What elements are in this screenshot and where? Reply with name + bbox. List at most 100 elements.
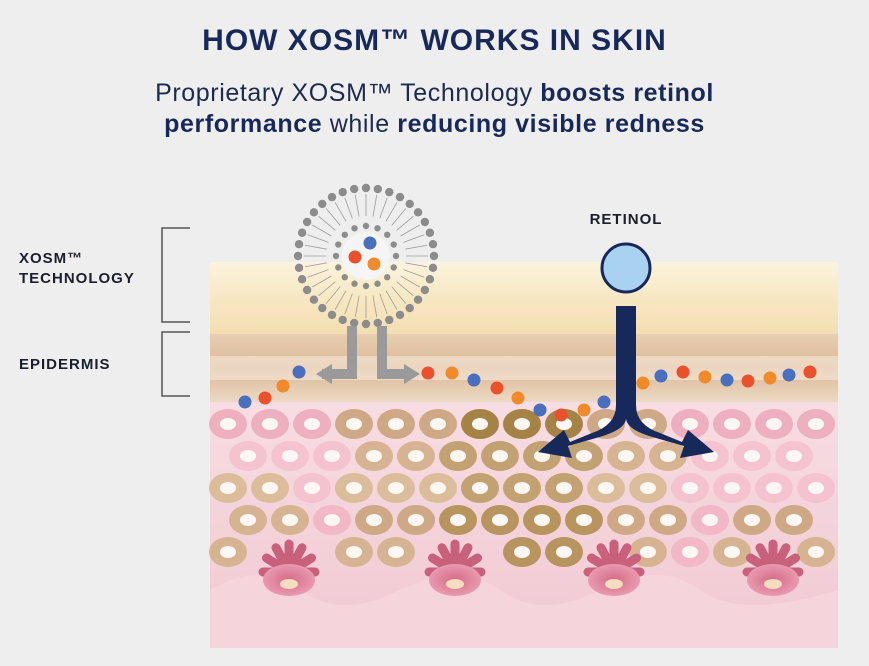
epidermis-label: EPIDERMIS xyxy=(19,356,111,373)
lipid xyxy=(405,262,438,273)
inner-lipid xyxy=(351,225,358,232)
lipid xyxy=(361,183,371,216)
basement-wave xyxy=(210,575,838,648)
particle xyxy=(238,395,252,409)
particle xyxy=(292,365,306,379)
skin-cell xyxy=(209,409,247,439)
lipid xyxy=(379,293,394,325)
papilla xyxy=(742,539,804,596)
papilla xyxy=(424,539,486,596)
skin-cell xyxy=(397,441,435,471)
subtitle-text-1: Proprietary XOSM™ Technology xyxy=(155,79,541,107)
papilla xyxy=(258,539,320,596)
particle xyxy=(445,366,459,380)
skin-cell xyxy=(293,473,331,503)
subtitle: Proprietary XOSM™ Technology boosts reti… xyxy=(0,78,869,140)
inner-lipid xyxy=(335,264,342,271)
skin-cell xyxy=(355,441,393,471)
skin-cell xyxy=(691,505,729,535)
skin-cell xyxy=(797,537,835,567)
skin-cell xyxy=(755,473,793,503)
skin-cell xyxy=(397,505,435,535)
skin-cell xyxy=(775,505,813,535)
skin-cell xyxy=(229,505,267,535)
release-arrow-left-head xyxy=(316,364,332,384)
inner-lipid xyxy=(384,274,391,281)
skin-cell xyxy=(607,441,645,471)
particle xyxy=(782,368,796,382)
skin-cell xyxy=(439,505,477,535)
particle xyxy=(533,403,547,417)
particle xyxy=(511,391,525,405)
skin-cell xyxy=(755,409,793,439)
epidermis-light-strip xyxy=(210,356,838,380)
lipid xyxy=(400,275,430,295)
particle xyxy=(554,408,568,422)
particle xyxy=(467,373,481,387)
skin-cell xyxy=(545,473,583,503)
lipid xyxy=(302,275,332,295)
retinol-molecule xyxy=(600,242,652,294)
subtitle-bold-2: performance xyxy=(164,110,323,138)
particle xyxy=(636,376,650,390)
lipid xyxy=(391,286,414,313)
skin-cell xyxy=(733,441,771,471)
skin-cell xyxy=(713,537,751,567)
skin-cell xyxy=(587,473,625,503)
skin-cell xyxy=(671,409,709,439)
skin-cell xyxy=(461,473,499,503)
lipid xyxy=(403,269,435,284)
lipid xyxy=(338,187,353,219)
lipid xyxy=(318,199,341,226)
skin-cell xyxy=(671,473,709,503)
papilla xyxy=(583,539,645,596)
subtitle-bold-3: reducing visible redness xyxy=(397,110,705,138)
skin-cell xyxy=(293,409,331,439)
lipid xyxy=(294,239,327,250)
skin-cell xyxy=(439,441,477,471)
lipid xyxy=(372,184,383,217)
payload-particle xyxy=(348,250,362,264)
lipid xyxy=(309,208,336,231)
particle xyxy=(276,379,290,393)
retinol-label: RETINOL xyxy=(590,211,663,228)
skin-cell xyxy=(313,441,351,471)
particle xyxy=(654,369,668,383)
skin-cell xyxy=(251,409,289,439)
lipid xyxy=(302,217,332,237)
inner-lipid xyxy=(341,274,348,281)
inner-lipid xyxy=(335,241,342,248)
xosm-liposome xyxy=(293,183,439,329)
particle xyxy=(720,373,734,387)
skin-cell xyxy=(565,441,603,471)
skin-cell xyxy=(335,473,373,503)
particle xyxy=(258,391,272,405)
lipid xyxy=(349,295,360,328)
lipid xyxy=(327,290,347,320)
inner-lipid xyxy=(341,231,348,238)
skin-cell xyxy=(461,409,499,439)
skin-cell xyxy=(607,505,645,535)
inner-lipid xyxy=(390,241,397,248)
particle xyxy=(803,365,817,379)
release-arrow-right-head xyxy=(404,364,420,384)
inner-lipid xyxy=(392,252,400,260)
lipid xyxy=(400,217,430,237)
skin-cell xyxy=(335,409,373,439)
skin-cell xyxy=(377,537,415,567)
inner-lipid xyxy=(374,225,381,232)
lipid xyxy=(338,293,353,325)
skin-cell xyxy=(545,537,583,567)
xosm-label-line2: TECHNOLOGY xyxy=(19,270,135,287)
skin-cell xyxy=(503,409,541,439)
lipid xyxy=(372,295,383,328)
skin-cell xyxy=(313,505,351,535)
lipid xyxy=(349,184,360,217)
skin-cell xyxy=(251,473,289,503)
skin-cell xyxy=(671,537,709,567)
skin-cell xyxy=(209,473,247,503)
lipid xyxy=(406,251,439,261)
skin-cell xyxy=(377,409,415,439)
subtitle-text-2: while xyxy=(322,110,398,138)
